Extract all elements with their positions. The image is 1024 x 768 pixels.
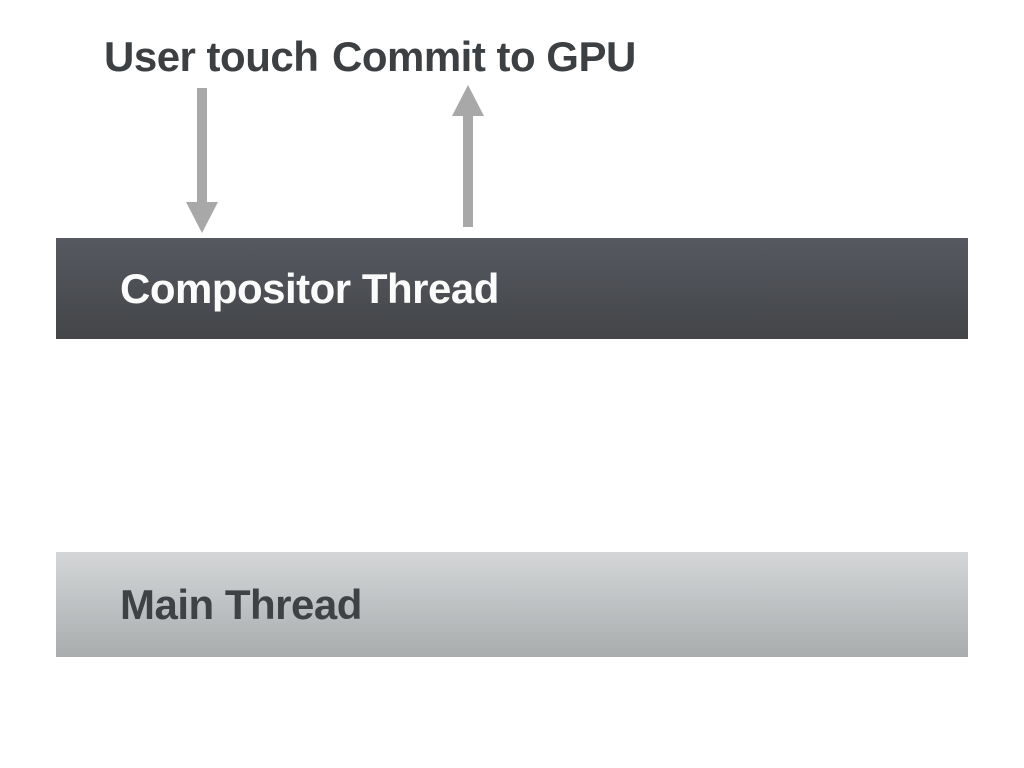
main-thread-bar: Main Thread [56,552,968,657]
down-arrow-head [186,202,218,233]
user-touch-down-arrow-icon [186,88,218,233]
commit-to-gpu-up-arrow-icon [452,85,484,227]
up-arrow-head [452,85,484,116]
up-arrow-shaft [463,116,473,227]
user-touch-label: User touch [104,33,319,80]
down-arrow-shaft [197,88,207,202]
compositor-thread-bar: Compositor Thread [56,238,968,339]
compositor-thread-label: Compositor Thread [120,264,499,312]
main-thread-label: Main Thread [120,580,362,628]
commit-to-gpu-label: Commit to GPU [332,33,636,80]
